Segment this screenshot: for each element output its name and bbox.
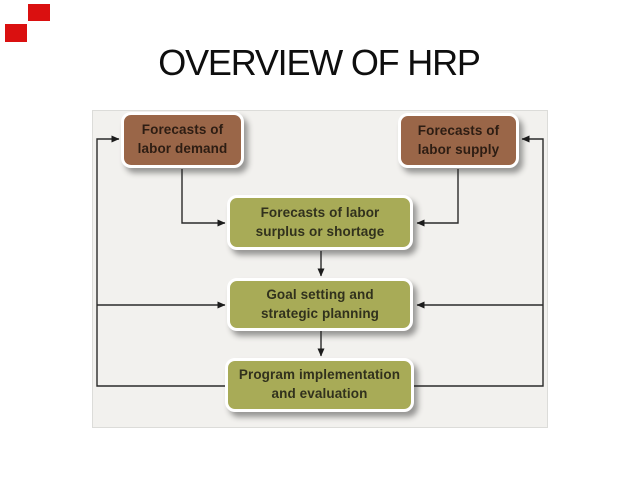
- red-marker-top: [28, 4, 50, 21]
- connector-demand-to-surplus: [181, 169, 226, 227]
- node-label-line: Program implementation: [238, 367, 401, 383]
- node-goal-setting-strategic-planning: Goal setting and strategic planning: [227, 278, 413, 331]
- node-label-line: Goal setting and: [266, 286, 374, 302]
- connector-supply-to-surplus: [416, 169, 459, 227]
- node-label-line: Forecasts of: [141, 122, 224, 138]
- red-marker-left: [5, 24, 27, 42]
- connector-program-to-demand: [96, 135, 226, 387]
- node-label-line: labor supply: [417, 141, 500, 157]
- slide-title: OVERVIEW OF HRP: [158, 42, 481, 83]
- node-label-line: surplus or shortage: [255, 223, 385, 239]
- node-label-line: Forecasts of labor: [260, 204, 380, 220]
- node-label-line: Forecasts of: [417, 122, 500, 138]
- node-forecasts-labor-supply: Forecasts of labor supply: [398, 113, 519, 168]
- node-forecasts-surplus-shortage: Forecasts of labor surplus or shortage: [227, 195, 413, 250]
- connector-program-to-supply: [414, 135, 544, 387]
- node-program-implementation-evaluation: Program implementation and evaluation: [225, 358, 414, 412]
- node-forecasts-labor-demand: Forecasts of labor demand: [121, 112, 244, 168]
- node-label-line: and evaluation: [271, 386, 368, 401]
- node-label-line: labor demand: [137, 141, 228, 156]
- node-label-line: strategic planning: [260, 305, 380, 321]
- connector-layer: [96, 135, 544, 387]
